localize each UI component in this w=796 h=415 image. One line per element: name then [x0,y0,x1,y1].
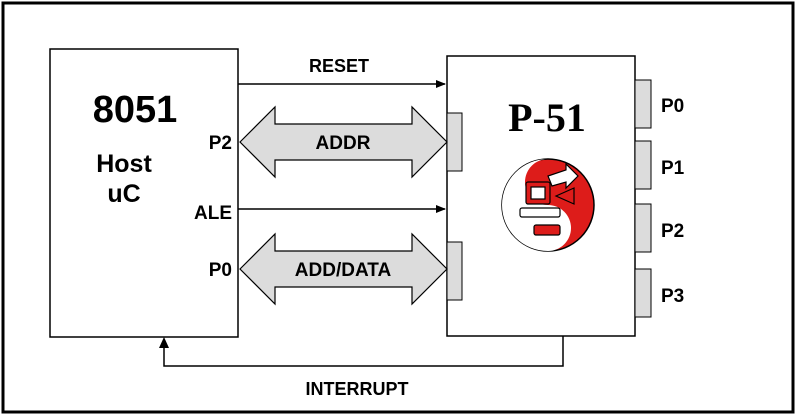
reset-label: RESET [309,56,369,76]
port-label-p3: P3 [661,286,684,307]
reset-signal: RESET [238,56,446,88]
host-port-ale: ALE [194,203,232,224]
host-port-p2: P2 [209,133,232,154]
host-name: 8051 [93,89,178,131]
host-label-line1: Host [96,150,152,178]
port-tab-p1 [634,140,652,190]
addr-bus: ADDR [239,105,448,179]
add-data-bus: ADD/DATA [239,232,448,306]
host-block: 8051 Host uC P2 ALE P0 [49,48,239,338]
host-label-line2: uC [107,180,140,208]
port-tab-p0 [634,79,652,129]
add-data-label: ADD/DATA [295,260,392,281]
port-label-p1: P1 [661,158,685,179]
addr-connector [446,112,463,172]
port-tab-p2 [634,203,652,253]
addr-label: ADDR [316,133,371,154]
port-label-p2: P2 [661,221,684,242]
host-port-p0: P0 [209,260,232,281]
interrupt-signal: INTERRUPT [159,336,564,399]
data-connector [446,241,463,301]
device-name: P-51 [508,95,586,140]
interrupt-label: INTERRUPT [306,379,409,399]
device-logo [501,158,595,252]
port-tab-p3 [634,268,652,318]
port-label-p0: P0 [661,96,684,117]
device-block: P-51 P0 P1 P2 P3 [446,55,685,337]
